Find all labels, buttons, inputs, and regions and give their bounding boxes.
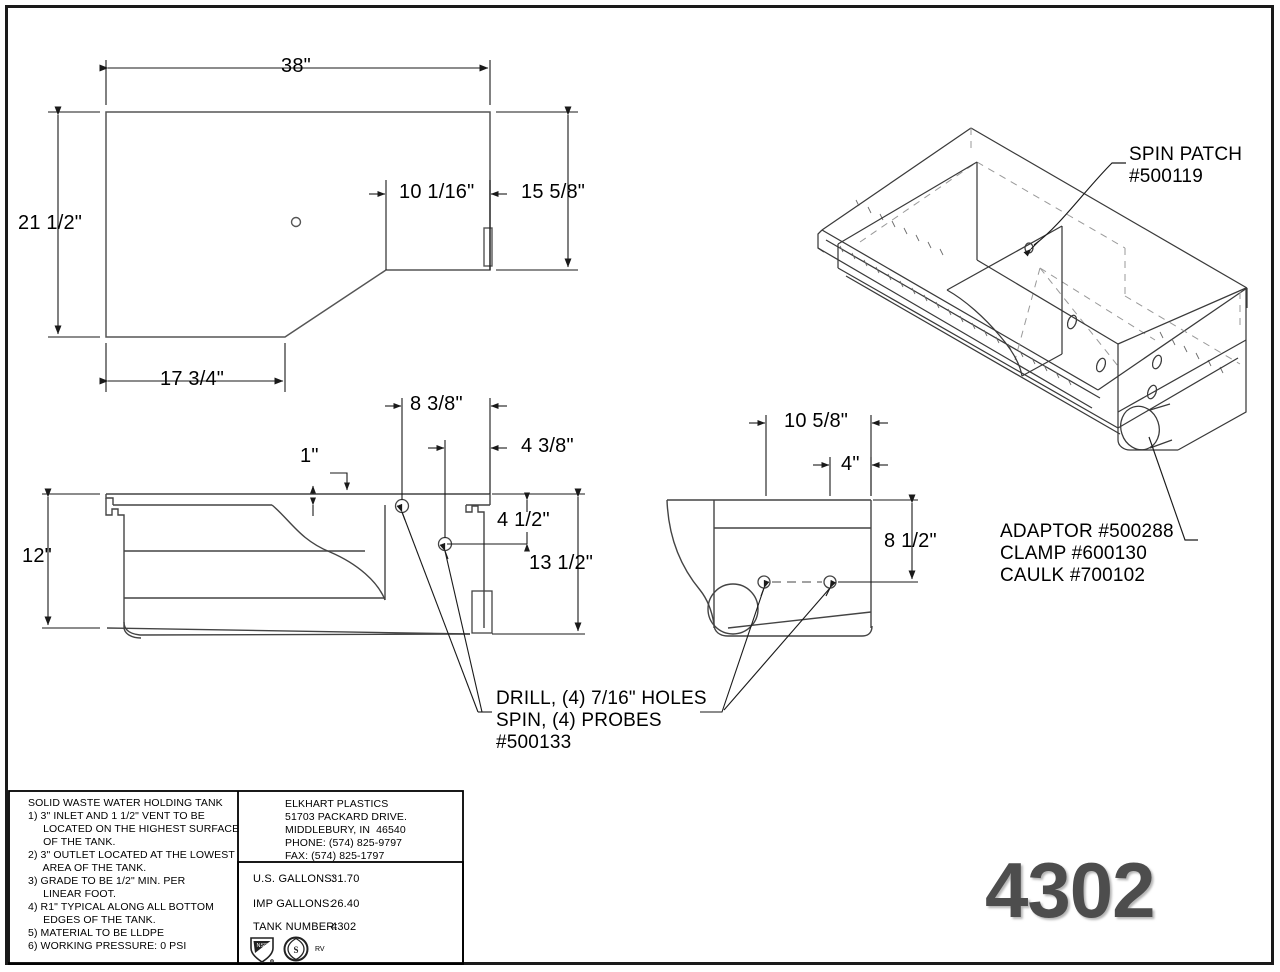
notes-line-10: 6) WORKING PRESSURE: 0 PSI [28, 940, 187, 952]
callout-caulk: CAULK #700102 [1000, 565, 1146, 586]
dim-front-lip: 1" [300, 445, 319, 467]
csa-mark-icon: S [283, 936, 309, 962]
company-street: 51703 PACKARD DRIVE. [285, 811, 408, 823]
notes-title: SOLID WASTE WATER HOLDING TANK [28, 797, 223, 809]
drawing-number: 4302 [985, 846, 1156, 934]
top-view-outline [105, 111, 493, 338]
tank-number-label: TANK NUMBER: [253, 921, 338, 933]
notes-line-3: 2) 3" OUTLET LOCATED AT THE LOWEST [28, 849, 235, 861]
dim-front-hole-1: 8 3/8" [410, 393, 463, 415]
dim-top-right-height: 15 5/8" [521, 181, 586, 203]
imp-gallons-value: 26.40 [331, 898, 360, 910]
dim-front-height: 12" [22, 545, 52, 567]
us-gallons-value: 31.70 [331, 873, 360, 885]
title-block-frame [8, 790, 464, 965]
dim-front-hole-2: 4 3/8" [521, 435, 574, 457]
side-view-dimensions [700, 415, 918, 713]
sheet-border [5, 5, 1274, 965]
notes-line-1: LOCATED ON THE HIGHEST SURFACE [28, 823, 240, 835]
imp-gallons-label: IMP GALLONS: [253, 898, 333, 910]
callout-spin-patch-line2: #500119 [1129, 166, 1203, 187]
company-phone: PHONE: (574) 825-9797 [285, 837, 403, 849]
dim-top-bottom-width: 17 3/4" [160, 368, 225, 390]
dim-front-hole-drop: 4 1/2" [497, 509, 550, 531]
top-view-dimensions [48, 60, 578, 392]
side-view-outline [666, 499, 873, 637]
notes-line-2: OF THE TANK. [28, 836, 116, 848]
callout-drill-line2: SPIN, (4) PROBES [496, 710, 662, 731]
callout-clamp: CLAMP #600130 [1000, 543, 1147, 564]
callout-spin-patch-line1: SPIN PATCH [1129, 144, 1243, 165]
nsf-shield-icon: NSF [250, 937, 274, 964]
front-view-dimensions [42, 398, 585, 713]
company-city: MIDDLEBURY, IN 46540 [285, 824, 406, 836]
front-view-outline [105, 493, 493, 639]
isometric-view [817, 127, 1248, 451]
notes-line-8: EDGES OF THE TANK. [28, 914, 156, 926]
callout-adaptor: ADAPTOR #500288 [1000, 521, 1174, 542]
notes-line-4: AREA OF THE TANK. [28, 862, 147, 874]
dim-side-height: 8 1/2" [884, 530, 937, 552]
us-gallons-label: U.S. GALLONS: [253, 873, 336, 885]
notes-line-6: LINEAR FOOT. [28, 888, 117, 900]
dim-side-width-1: 10 5/8" [784, 410, 849, 432]
dim-top-height: 21 1/2" [18, 212, 83, 234]
callout-drill-line3: #500133 [496, 732, 572, 753]
dim-top-notch-width: 10 1/16" [399, 181, 475, 203]
svg-text:NSF: NSF [257, 943, 269, 949]
dim-front-total-height: 13 1/2" [529, 552, 594, 574]
callout-drill-line1: DRILL, (4) 7/16" HOLES [496, 688, 707, 709]
tank-number-value: 4302 [331, 921, 357, 933]
company-name: ELKHART PLASTICS [285, 798, 389, 810]
cert-rv-label: RV [315, 946, 325, 953]
svg-text:S: S [293, 945, 298, 955]
notes-line-7: 4) R1" TYPICAL ALONG ALL BOTTOM [28, 901, 214, 913]
isometric-leaders [1023, 162, 1198, 541]
notes-line-5: 3) GRADE TO BE 1/2" MIN. PER [28, 875, 186, 887]
dim-side-width-2: 4" [841, 453, 860, 475]
company-fax: FAX: (574) 825-1797 [285, 850, 385, 862]
notes-line-0: 1) 3" INLET AND 1 1/2" VENT TO BE [28, 810, 205, 822]
notes-line-9: 5) MATERIAL TO BE LLDPE [28, 927, 165, 939]
dim-top-width: 38" [281, 55, 311, 77]
